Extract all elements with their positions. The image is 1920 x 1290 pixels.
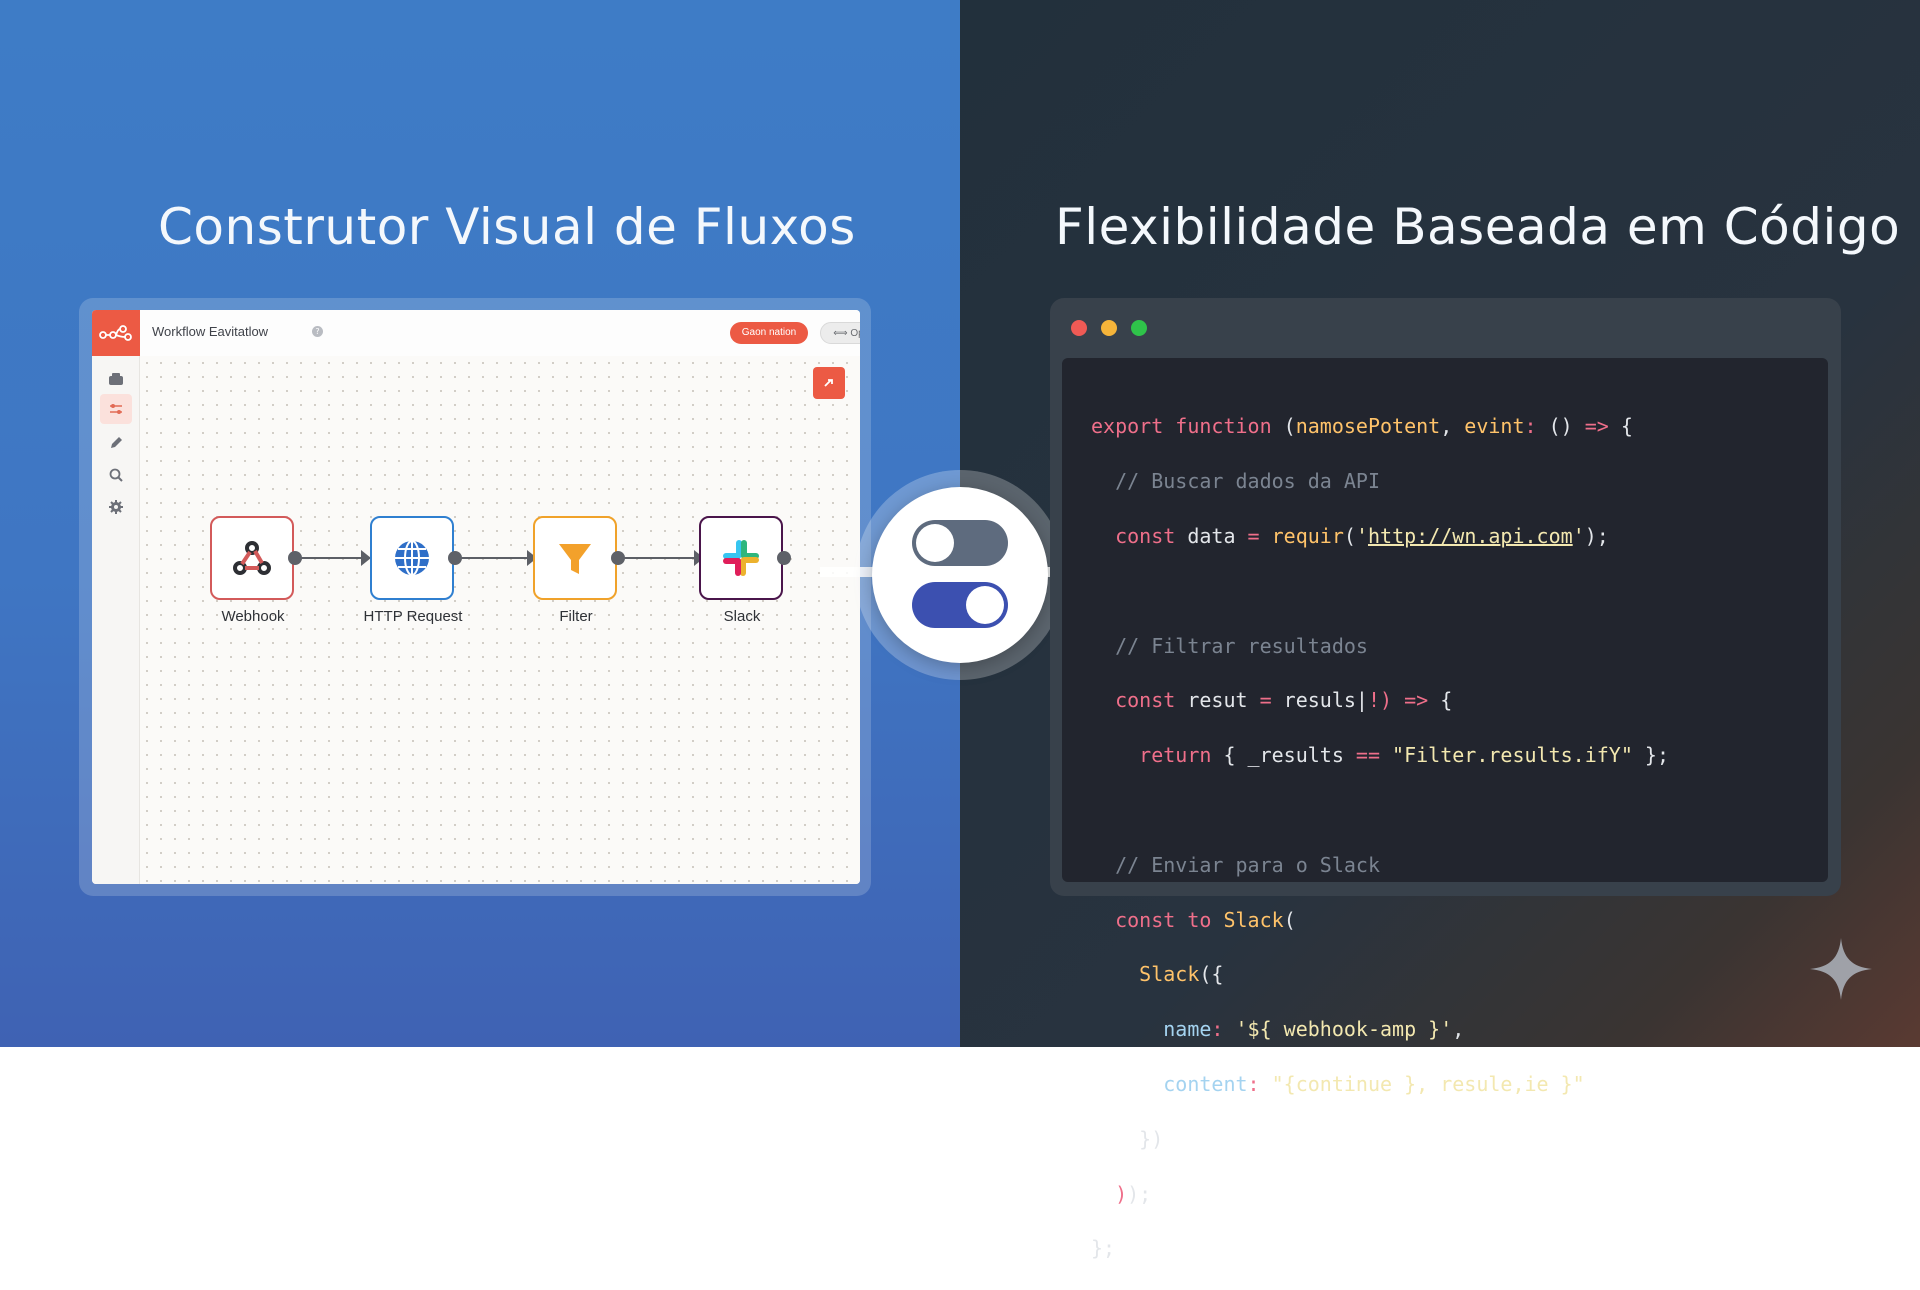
window-close-icon[interactable] bbox=[1071, 320, 1087, 336]
code-line bbox=[1091, 578, 1669, 605]
window-minimize-icon[interactable] bbox=[1101, 320, 1117, 336]
search-icon[interactable] bbox=[100, 460, 132, 490]
toggle-badge bbox=[872, 487, 1048, 663]
code-line: }; bbox=[1091, 1236, 1116, 1261]
editor-sidebar bbox=[92, 356, 140, 884]
connection-arrow bbox=[527, 550, 537, 566]
node-slack-label: Slack bbox=[723, 608, 761, 625]
help-icon[interactable]: ? bbox=[312, 326, 323, 337]
node-output-port[interactable] bbox=[777, 551, 791, 565]
workflow-editor: Workflow Eavitatlow ? Gaon nation ⟺ Opti… bbox=[92, 310, 860, 884]
code-panel[interactable] bbox=[1062, 358, 1828, 882]
code-line: const data = requir('http://wn.api.com')… bbox=[1091, 524, 1609, 548]
code-block[interactable]: export function (namosePotent, evint: ()… bbox=[1091, 386, 1669, 1290]
webhook-icon bbox=[233, 541, 271, 575]
options-button[interactable]: ⟺ Options bbox=[820, 322, 860, 344]
connection-filter-slack bbox=[618, 557, 698, 559]
workflow-canvas[interactable] bbox=[140, 356, 860, 884]
funnel-icon bbox=[559, 544, 591, 574]
code-line: const resut = resuls|!) => { bbox=[1091, 688, 1453, 713]
code-line: return { _results == "Filter.results.ifY… bbox=[1091, 743, 1670, 768]
node-filter[interactable] bbox=[533, 516, 617, 600]
node-http-request-label: HTTP Request bbox=[363, 608, 463, 625]
options-icon: ⟺ bbox=[833, 328, 851, 339]
pencil-icon[interactable] bbox=[100, 428, 132, 458]
connection-http-filter bbox=[455, 557, 531, 559]
connection-webhook-http bbox=[295, 557, 365, 559]
sparkle-icon bbox=[1810, 938, 1872, 1000]
node-webhook[interactable] bbox=[210, 516, 294, 600]
code-line bbox=[1091, 797, 1669, 824]
options-label: Options bbox=[850, 328, 860, 339]
code-line: // Filtrar resultados bbox=[1091, 633, 1368, 658]
node-slack[interactable] bbox=[699, 516, 783, 600]
node-filter-label: Filter bbox=[559, 608, 593, 625]
code-line: export function (namosePotent, evint: ()… bbox=[1091, 414, 1633, 439]
app-logo-icon[interactable] bbox=[92, 310, 140, 356]
code-line: // Enviar para o Slack bbox=[1091, 852, 1380, 877]
generate-button[interactable]: Gaon nation bbox=[730, 322, 808, 344]
editor-topbar: Workflow Eavitatlow ? Gaon nation ⟺ Opti… bbox=[140, 310, 860, 357]
toggle-knob bbox=[966, 586, 1004, 624]
globe-icon bbox=[395, 540, 429, 576]
code-line: Slack({ bbox=[1091, 962, 1224, 987]
node-output-port[interactable] bbox=[611, 551, 625, 565]
toggle-switch-on[interactable] bbox=[912, 582, 1008, 628]
toggle-knob bbox=[916, 524, 954, 562]
code-line: )); bbox=[1091, 1181, 1152, 1206]
node-output-port[interactable] bbox=[448, 551, 462, 565]
node-webhook-label: Webhook bbox=[221, 608, 285, 625]
canvas-add-button[interactable] bbox=[813, 367, 845, 399]
code-line: }) bbox=[1091, 1126, 1164, 1151]
code-line: // Buscar dados da API bbox=[1091, 469, 1380, 494]
connection-arrow bbox=[361, 550, 371, 566]
code-line: content: "{continue }, resule,ie }" bbox=[1091, 1071, 1585, 1096]
node-http-request[interactable] bbox=[370, 516, 454, 600]
toggle-switch-off[interactable] bbox=[912, 520, 1008, 566]
code-line: const to Slack( bbox=[1091, 907, 1296, 932]
visual-builder-heading: Construtor Visual de Fluxos bbox=[158, 198, 856, 256]
sliders-icon[interactable] bbox=[100, 394, 132, 424]
slack-icon bbox=[723, 540, 759, 576]
gear-icon[interactable] bbox=[100, 492, 132, 522]
code-line: name: '${ webhook-amp }', bbox=[1091, 1017, 1465, 1042]
workflow-title[interactable]: Workflow Eavitatlow bbox=[152, 324, 269, 339]
templates-icon[interactable] bbox=[100, 364, 132, 394]
code-flexibility-heading: Flexibilidade Baseada em Código bbox=[1055, 198, 1901, 256]
window-maximize-icon[interactable] bbox=[1131, 320, 1147, 336]
node-output-port[interactable] bbox=[288, 551, 302, 565]
